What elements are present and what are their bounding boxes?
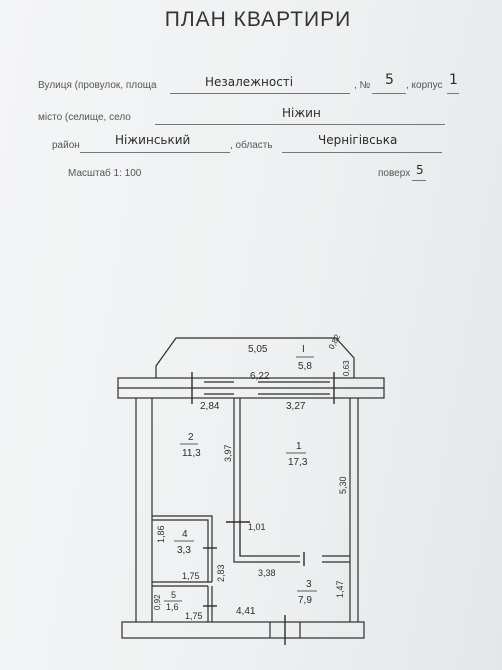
partition-wall-1 xyxy=(233,398,300,563)
room5-number: 5 xyxy=(171,590,176,600)
region-value: Чернігівська xyxy=(318,133,398,147)
building-underline xyxy=(447,93,459,94)
building-value: 1 xyxy=(449,72,458,88)
city-underline xyxy=(155,124,445,125)
room2-top-dim: 2,84 xyxy=(200,401,220,412)
top-wall-dim: 6,22 xyxy=(250,371,270,382)
city-label: місто (селище, село xyxy=(38,112,131,123)
street-label: Вулиця (провулок, площа xyxy=(38,80,157,91)
city-value: Ніжин xyxy=(282,106,321,120)
number-value: 5 xyxy=(385,72,394,88)
number-underline xyxy=(372,93,406,94)
balcony-area: 5,8 xyxy=(298,361,312,372)
partition-wall-2 xyxy=(152,515,213,582)
floor-underline xyxy=(412,180,426,181)
room1-top-dim: 3,27 xyxy=(286,401,306,412)
room5-height-dim: 0,92 xyxy=(153,594,162,610)
room2-number: 2 xyxy=(188,432,194,443)
page-title: ПЛАН КВАРТИРИ xyxy=(164,8,352,31)
room4-side-dim: 2,83 xyxy=(216,564,226,582)
number-label: , № xyxy=(354,80,371,91)
balcony-number: I xyxy=(302,344,305,355)
room4-number: 4 xyxy=(182,529,188,540)
room4-height-dim: 1,86 xyxy=(156,525,166,543)
room1-dim: 5,30 xyxy=(338,476,348,494)
room1-number: 1 xyxy=(296,441,302,452)
building-label: , корпус xyxy=(406,80,443,91)
floor-label: поверх xyxy=(378,168,411,179)
room2-dim: 3,97 xyxy=(223,444,233,462)
room5-area: 1,6 xyxy=(166,602,179,612)
room3-side-dim: 1,47 xyxy=(335,580,345,598)
room3-area: 7,9 xyxy=(298,595,312,606)
balcony-width-dim: 5,05 xyxy=(248,344,268,355)
street-underline xyxy=(170,93,350,94)
balcony-outline xyxy=(155,337,355,378)
district-label: район xyxy=(52,140,80,151)
street-value: Незалежності xyxy=(205,75,294,89)
room3-number: 3 xyxy=(306,579,312,590)
door-dim: 1,01 xyxy=(248,522,266,532)
balcony-side2-dim: 0,63 xyxy=(342,360,351,376)
district-value: Ніжинський xyxy=(115,133,191,147)
room3-bottom-dim: 4,41 xyxy=(236,606,256,617)
room3-top-dim: 3,38 xyxy=(258,568,276,578)
room5-width-dim: 1,75 xyxy=(185,611,203,621)
room4-area: 3,3 xyxy=(177,545,191,556)
region-label: , область xyxy=(230,140,273,151)
floor-value: 5 xyxy=(416,163,424,177)
region-underline xyxy=(282,152,442,153)
room2-area: 11,3 xyxy=(182,448,201,459)
room1-area: 17,3 xyxy=(288,457,308,468)
bottom-wall xyxy=(121,621,365,639)
district-underline xyxy=(80,152,230,153)
room4-width-dim: 1,75 xyxy=(182,571,200,581)
scale-label: Масштаб 1: 100 xyxy=(68,168,142,179)
